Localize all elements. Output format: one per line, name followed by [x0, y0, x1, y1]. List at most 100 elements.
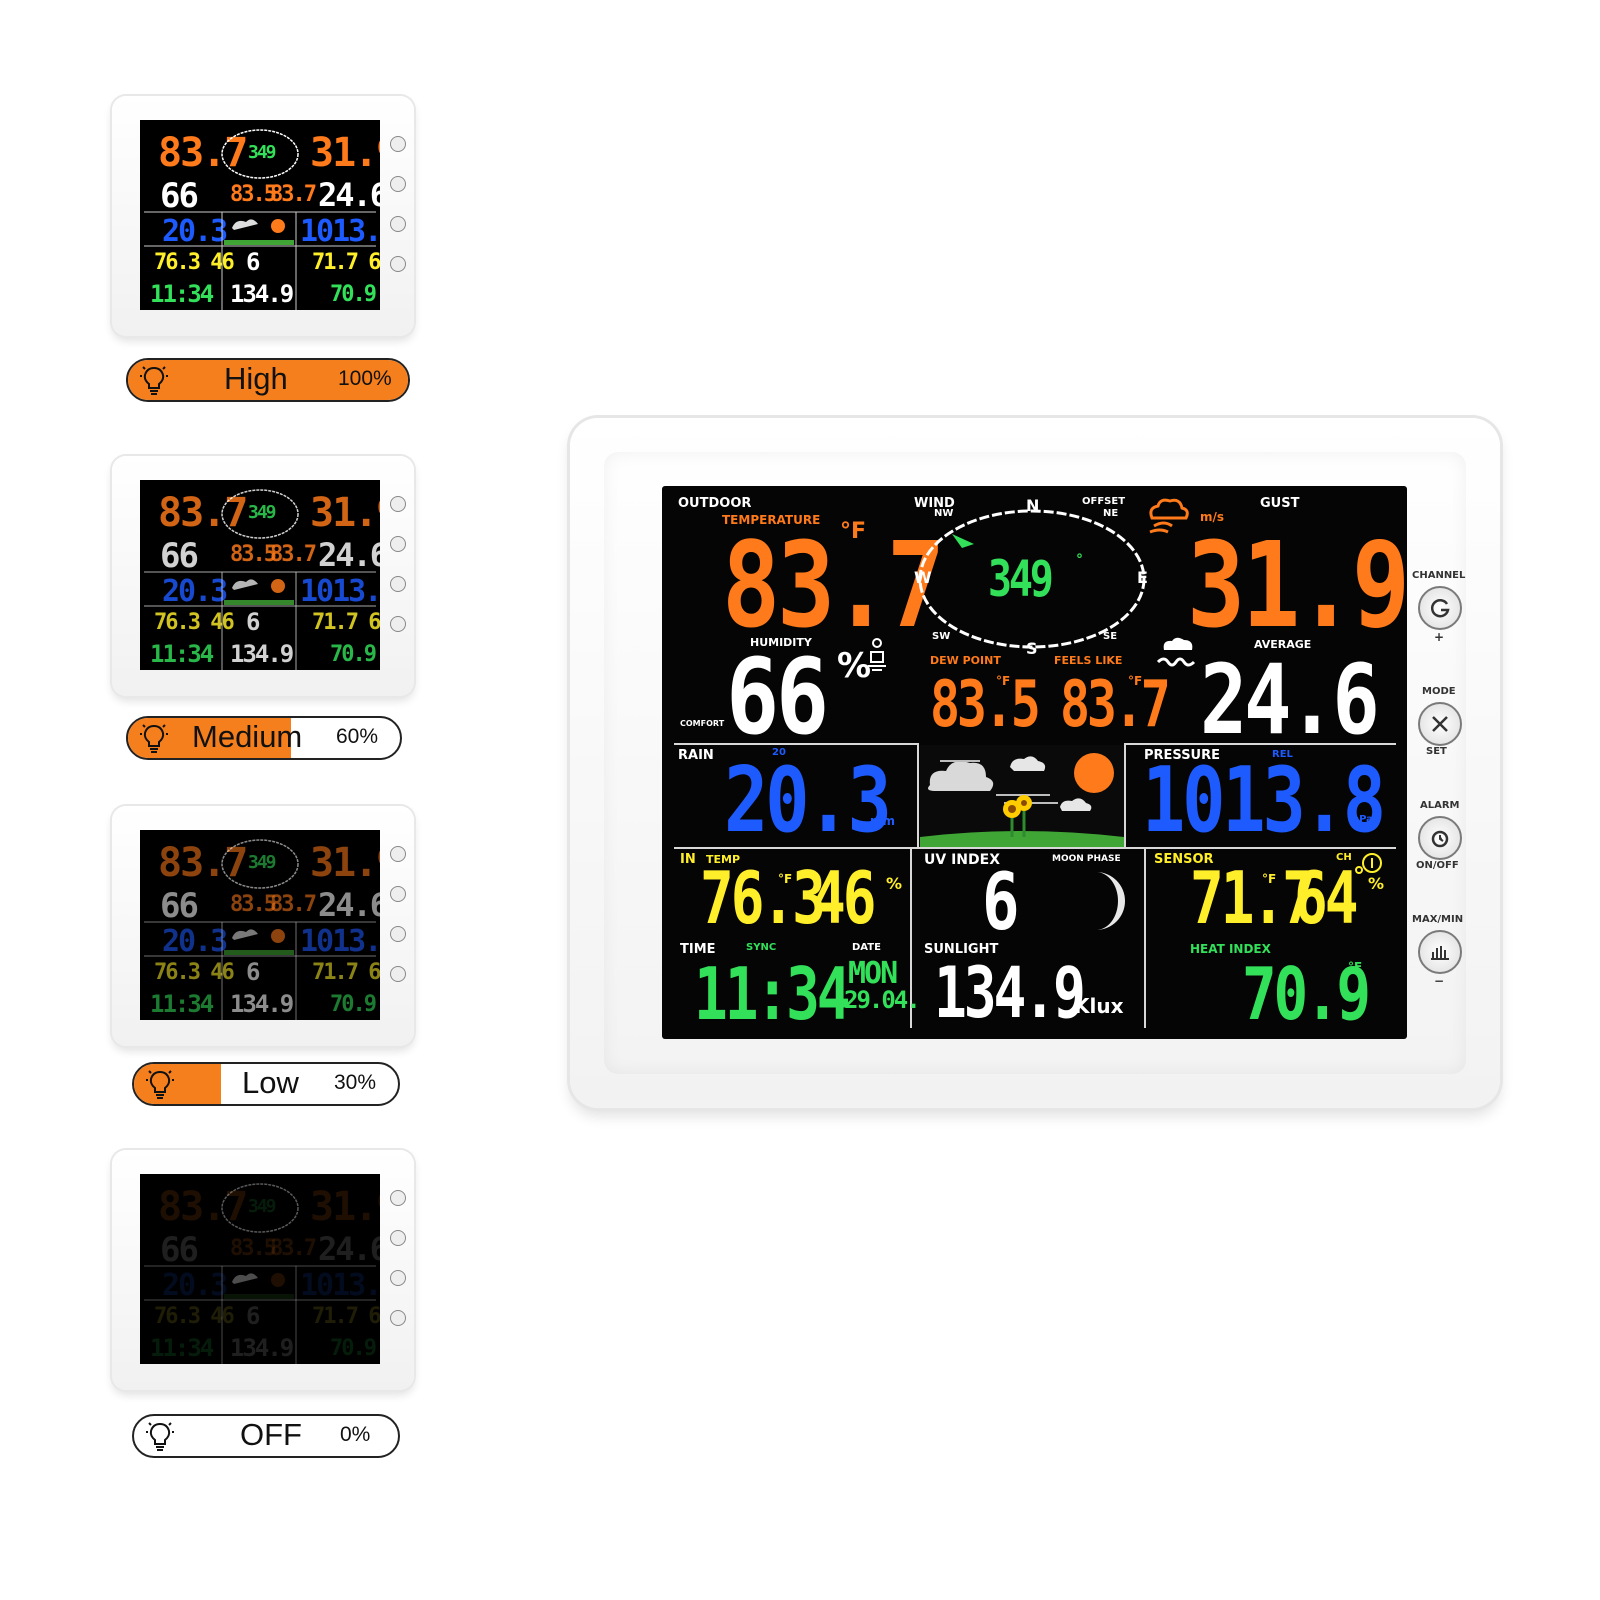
mode-button-label: MODE [1422, 686, 1456, 697]
preview-reading: 20.3 [162, 1268, 228, 1303]
preview-side-button [390, 496, 406, 512]
dew-point-value: 83.5 [930, 668, 1041, 742]
preview-reading: 134.9 [230, 280, 294, 308]
preview-reading: 6 [246, 608, 261, 636]
channel-button[interactable] [1418, 586, 1462, 630]
preview-reading: 83.7 [270, 892, 317, 917]
weather-forecast-icon [920, 745, 1124, 847]
preview-reading: 1013.8 [300, 574, 380, 609]
preview-side-button [390, 176, 406, 192]
preview-grid [144, 489, 376, 670]
preview-side-button [390, 216, 406, 232]
light-bulb-icon [140, 366, 168, 395]
indoor-sublabel: TEMP [706, 853, 741, 866]
preview-reading: 83.7 [158, 1184, 248, 1230]
outdoor-temp-value: 83.7 [722, 516, 945, 654]
brightness-percent: 0% [340, 1423, 371, 1446]
time-label: TIME [680, 942, 716, 957]
preview-reading: 31.9 [310, 490, 380, 536]
preview-reading: 71.7 64 [312, 250, 380, 275]
preview-reading: 66 [160, 886, 199, 926]
preview-side-button [390, 926, 406, 942]
brightness-level-name: Medium [192, 719, 303, 754]
feels-like-unit: °F [1128, 674, 1143, 688]
preview-reading: 76.3 46 [154, 960, 235, 985]
preview-grid [144, 839, 376, 1020]
preview-reading: 349 [248, 142, 276, 163]
maxmin-button-sub: − [1434, 974, 1445, 988]
brightness-percent: 100% [338, 367, 392, 390]
preview-reading: 70.9 [330, 282, 377, 307]
wind-label: WIND [914, 496, 955, 511]
preview-reading: 83.7 [270, 542, 317, 567]
sensor-temp-value: 71.7 [1190, 856, 1316, 940]
preview-reading: 66 [160, 176, 199, 216]
indoor-humidity-unit: % [886, 874, 903, 893]
indoor-temp-value: 76.3 [700, 856, 826, 940]
compass-ne: NE [1103, 508, 1119, 519]
compass-nw: NW [934, 508, 954, 519]
sensor-humidity-unit: % [1368, 874, 1385, 893]
preview-reading: 83.7 [270, 1236, 317, 1261]
compass-w: W [914, 568, 932, 587]
divider [917, 743, 919, 848]
maxmin-icon [1431, 946, 1449, 960]
divider [1144, 848, 1146, 1028]
preview-reading: 71.7 64 [312, 610, 380, 635]
indoor-label: IN [680, 852, 696, 867]
pressure-label: PRESSURE [1144, 748, 1221, 763]
preview-side-button [390, 536, 406, 552]
preview-reading: 66 [160, 1230, 199, 1270]
divider [910, 848, 912, 1028]
preview-reading: 1013.8 [300, 214, 380, 249]
alarm-button-sub: ON/OFF [1416, 860, 1459, 871]
indoor-temp-unit: °F [778, 872, 793, 886]
moon-phase-label: MOON PHASE [1052, 854, 1121, 864]
rain-value: 20.3 [724, 748, 892, 853]
heat-index-label: HEAT INDEX [1190, 942, 1271, 956]
wind-direction-value: 349 [988, 550, 1054, 608]
preview-reading: 20.3 [162, 214, 228, 249]
compass-e: E [1137, 568, 1148, 587]
weekday-value: MON [848, 956, 898, 991]
preview-side-button [390, 1310, 406, 1326]
comfort-label: COMFORT [680, 719, 725, 728]
light-bulb-icon [140, 724, 168, 753]
preview-reading: 11:34 [150, 640, 214, 668]
preview-side-button [390, 576, 406, 592]
sunlight-unit: Klux [1074, 994, 1124, 1018]
preview-reading: 83.5 [230, 1236, 277, 1261]
compass-se: SE [1103, 631, 1118, 642]
alarm-button[interactable] [1418, 816, 1462, 860]
date-value: 29.04. [844, 986, 921, 1014]
preview-reading: 6 [246, 1302, 261, 1330]
preview-reading: 134.9 [230, 1334, 294, 1362]
compass-sw: SW [932, 631, 951, 642]
outdoor-label: OUTDOOR [678, 496, 752, 511]
outdoor-temp-unit: °F [840, 519, 867, 544]
preview-reading: 31.9 [310, 130, 380, 176]
preview-side-button [390, 846, 406, 862]
preview-reading: 20.3 [162, 574, 228, 609]
dew-point-label: DEW POINT [930, 654, 1001, 667]
channel-button-label: CHANNEL [1412, 570, 1466, 581]
mode-button[interactable] [1418, 702, 1462, 746]
preview-reading: 24.6 [318, 176, 380, 214]
wind-cloud-icon [1149, 498, 1189, 534]
outdoor-sublabel: TEMPERATURE [722, 513, 821, 527]
preview-reading: 31.9 [310, 1184, 380, 1230]
preview-screen: 83.731.93496624.683.583.720.31013.876.3 … [140, 1174, 380, 1364]
preview-reading: 6 [246, 958, 261, 986]
preview-grid [144, 1183, 376, 1364]
wind-compass [918, 509, 1146, 649]
wind-average-icon [1156, 637, 1196, 667]
brightness-level-name: OFF [240, 1417, 302, 1452]
humidity-label: HUMIDITY [750, 636, 812, 649]
brightness-fill-bar [128, 360, 408, 400]
maxmin-button[interactable] [1418, 930, 1462, 974]
sensor-channel-label: CH [1336, 852, 1352, 863]
date-label: DATE [852, 942, 881, 953]
sunlight-label: SUNLIGHT [924, 942, 999, 957]
